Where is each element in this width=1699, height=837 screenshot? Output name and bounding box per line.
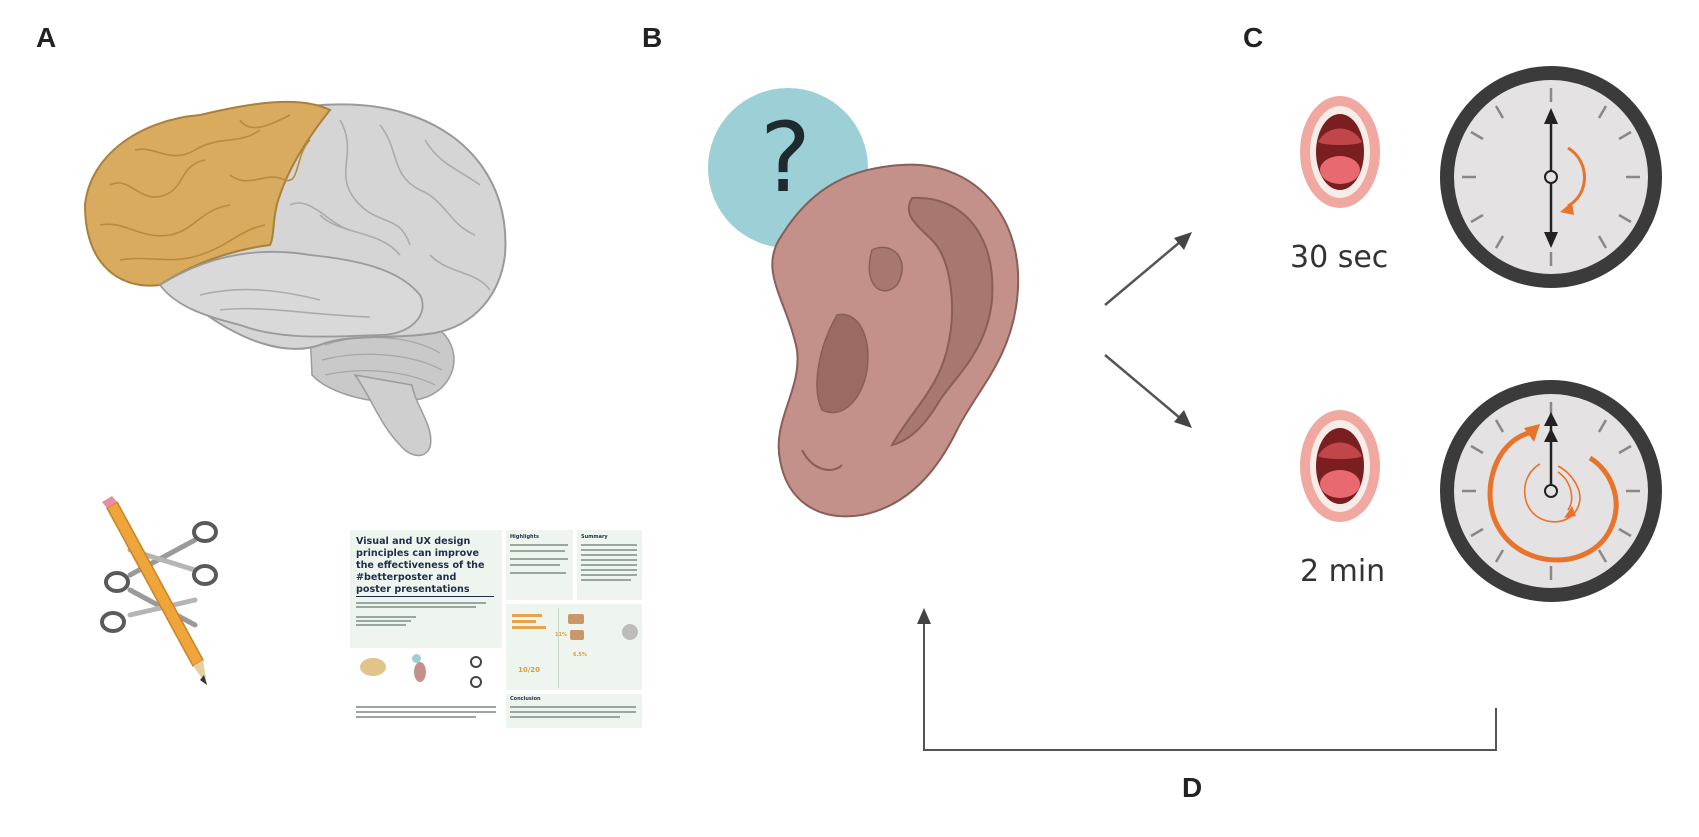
poster-conclusion-heading: Conclusion (510, 696, 541, 702)
arrow-to-2min (1104, 354, 1192, 428)
poster-title-panel (350, 530, 502, 648)
ear-illustration (771, 163, 1020, 518)
mouth-icon-2 (1300, 410, 1380, 522)
panel-label-c: C (1243, 22, 1264, 53)
clock-30sec-icon (1440, 66, 1662, 288)
panel-label-a: A (36, 22, 57, 53)
rotation-arrow-inner (1523, 463, 1581, 523)
arrow-to-30sec (1104, 232, 1192, 306)
feedback-loop-arrow (917, 608, 1497, 751)
question-mark-icon: ? (760, 102, 811, 214)
clock-2min-icon (1440, 380, 1662, 602)
condition-label-2min: 2 min (1300, 554, 1386, 589)
brainstem (353, 373, 432, 457)
poster-highlights-heading: Highlights (510, 534, 539, 540)
poster-thumbnail: Visual and UX design principles can impr… (350, 530, 642, 728)
rotation-arrow-half (1567, 146, 1586, 208)
brain-illustration (83, 100, 507, 457)
rotation-arrow-outer (1487, 429, 1619, 563)
poster-summary-heading: Summary (581, 534, 608, 540)
poster-stat-main: 10/20 (518, 666, 541, 674)
condition-label-30sec: 30 sec (1290, 240, 1389, 275)
panel-label-d: D (1182, 772, 1203, 803)
poster-stat-b: 6.5% (573, 652, 587, 658)
pencil-icon (102, 496, 207, 685)
pencil-scissors-icon (100, 496, 218, 685)
poster-title: Visual and UX design principles can impr… (356, 536, 485, 595)
poster-stat-a: 11% (555, 632, 567, 638)
panel-label-b: B (642, 22, 663, 53)
mouth-icon-1 (1300, 96, 1380, 208)
